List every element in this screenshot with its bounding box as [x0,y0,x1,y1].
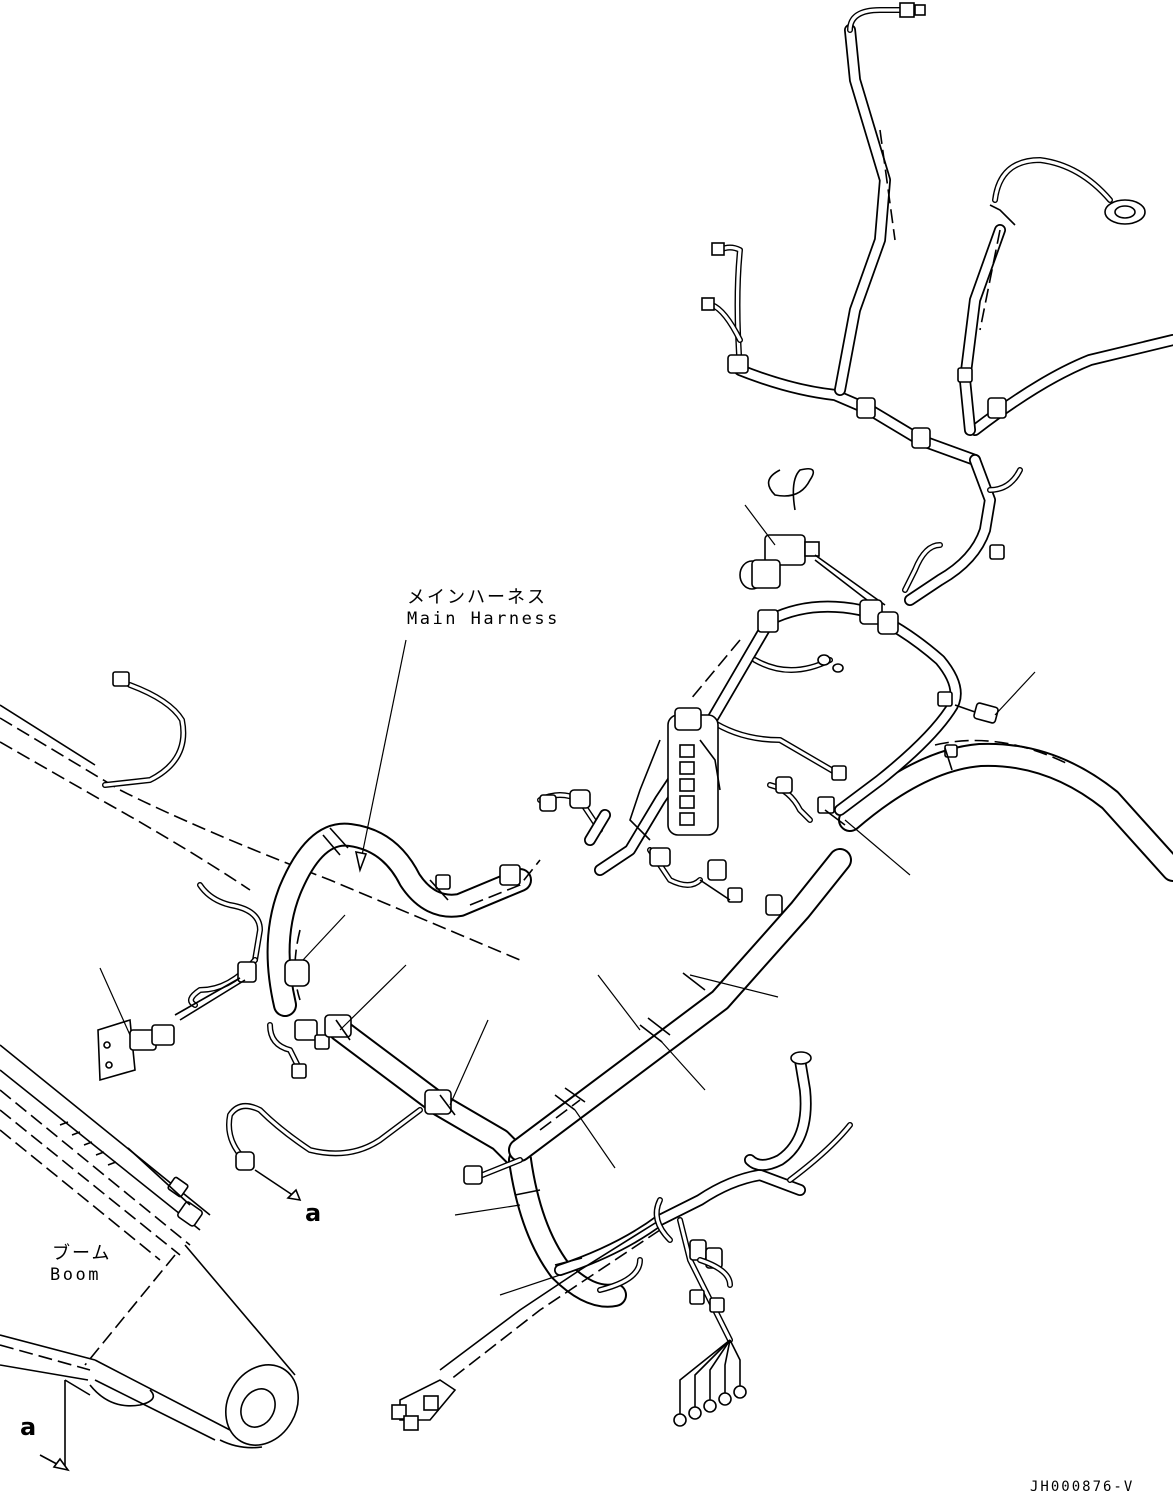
boom-label-jp: ブーム [52,1242,111,1264]
lower-harness [391,1051,853,1431]
drawing-code: JH000876-V [1030,1479,1134,1495]
main-harness-trunk [266,822,852,1308]
view-marker-a-lower: a [20,1413,36,1441]
lower-center-sensor [226,1103,423,1202]
main-harness-label-jp: メインハーネス [407,587,547,608]
leader-lines [99,504,1036,1296]
main-harness-label-en: Main Harness [407,609,560,629]
middle-right-harness [594,542,999,876]
middle-connectors [435,744,958,916]
harness-clamps [322,747,953,1266]
solenoid-valve [739,467,886,611]
relay-block [629,707,721,841]
boom-label-en: Boom [50,1265,101,1285]
view-marker-a-upper: a [305,1199,321,1227]
boom-lower-body [0,1044,299,1449]
right-hose [838,739,1173,882]
upper-harness [701,2,1173,606]
view-arrow-a-lower [39,1379,91,1472]
lower-left-sensor [97,671,452,1115]
